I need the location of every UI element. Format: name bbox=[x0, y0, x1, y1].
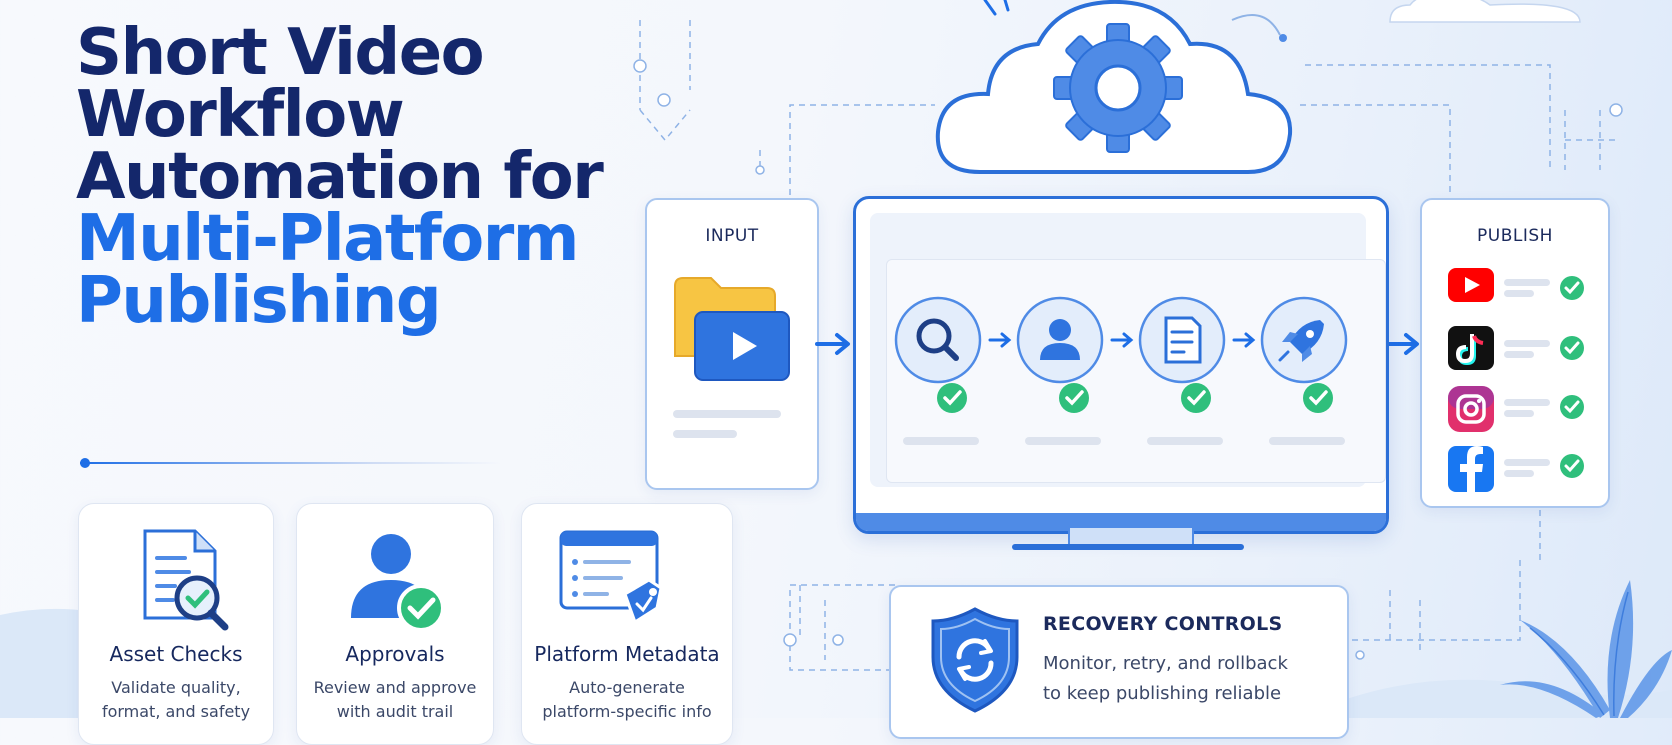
feature-title-platform-metadata: Platform Metadata bbox=[534, 642, 720, 666]
feature-desc-approvals: Review and approve with audit trail bbox=[305, 676, 485, 724]
title-line-1: Short Video bbox=[76, 16, 485, 90]
decorative-leaves bbox=[1500, 580, 1672, 718]
feature-desc-platform-metadata: Auto-generate platform-specific info bbox=[530, 676, 724, 724]
feature-card-asset-checks: Asset Checks Validate quality, format, a… bbox=[78, 503, 274, 745]
recovery-desc-line: to keep publishing reliable bbox=[1043, 683, 1282, 704]
feature-desc-line: Validate quality, bbox=[111, 678, 241, 697]
cloud-gear-icon bbox=[935, 0, 1293, 174]
input-panel: INPUT bbox=[645, 198, 819, 490]
page-title: Short Video Workflow Automation for Mult… bbox=[76, 16, 636, 338]
document-search-icon bbox=[143, 529, 229, 631]
title-divider bbox=[80, 462, 500, 464]
arrow-to-pipeline bbox=[815, 333, 850, 355]
step-placeholder-line-4 bbox=[1269, 437, 1345, 445]
facebook-icon bbox=[1448, 446, 1494, 492]
recovery-title: RECOVERY CONTROLS bbox=[1043, 613, 1283, 635]
feature-desc-line: Auto-generate bbox=[569, 678, 685, 697]
feature-desc-asset-checks: Validate quality, format, and safety bbox=[87, 676, 265, 724]
recovery-desc-line: Monitor, retry, and rollback bbox=[1043, 653, 1288, 674]
metadata-tag-icon bbox=[559, 530, 663, 625]
feature-title-approvals: Approvals bbox=[345, 642, 445, 666]
feature-desc-line: with audit trail bbox=[336, 702, 454, 721]
recovery-description: Monitor, retry, and rollback to keep pub… bbox=[1043, 649, 1333, 709]
title-line-2: Workflow bbox=[76, 78, 405, 152]
feature-desc-line: platform-specific info bbox=[542, 702, 712, 721]
feature-card-approvals: Approvals Review and approve with audit … bbox=[296, 503, 494, 745]
title-line-4: Multi-Platform bbox=[76, 202, 579, 276]
monitor-base bbox=[1012, 544, 1244, 550]
pipeline-step-document bbox=[1138, 296, 1226, 413]
user-approved-icon bbox=[351, 534, 445, 632]
title-divider-dot bbox=[80, 458, 90, 468]
feature-desc-line: format, and safety bbox=[101, 702, 251, 721]
feature-desc-line: Review and approve bbox=[313, 678, 477, 697]
feature-title-asset-checks: Asset Checks bbox=[109, 642, 243, 666]
arrow-to-publish bbox=[1384, 333, 1419, 355]
shield-refresh-icon bbox=[931, 607, 1019, 713]
step-placeholder-line-2 bbox=[1025, 437, 1101, 445]
pipeline-step-user bbox=[1016, 296, 1104, 413]
input-placeholder-line-2 bbox=[673, 430, 737, 438]
video-folder-icon bbox=[674, 277, 790, 381]
step-placeholder-line-1 bbox=[903, 437, 979, 445]
tiktok-icon bbox=[1448, 326, 1494, 370]
input-panel-label: INPUT bbox=[705, 226, 759, 246]
platform-list bbox=[1448, 268, 1584, 492]
publish-panel: PUBLISH bbox=[1420, 198, 1610, 508]
publish-panel-label: PUBLISH bbox=[1477, 226, 1553, 246]
instagram-icon bbox=[1448, 386, 1494, 432]
platform-check-marks bbox=[1560, 276, 1584, 478]
input-placeholder-line-1 bbox=[673, 410, 781, 418]
title-line-3: Automation for bbox=[76, 140, 604, 214]
pipeline-step-search bbox=[894, 296, 982, 413]
monitor-bezel bbox=[856, 513, 1386, 531]
step-placeholder-line-3 bbox=[1147, 437, 1223, 445]
youtube-icon bbox=[1448, 268, 1494, 302]
pipeline-steps bbox=[894, 296, 1348, 413]
title-line-5: Publishing bbox=[76, 264, 442, 338]
pipeline-step-rocket bbox=[1260, 296, 1348, 413]
feature-card-platform-metadata: Platform Metadata Auto-generate platform… bbox=[521, 503, 733, 745]
recovery-controls-card: RECOVERY CONTROLS Monitor, retry, and ro… bbox=[889, 585, 1349, 739]
